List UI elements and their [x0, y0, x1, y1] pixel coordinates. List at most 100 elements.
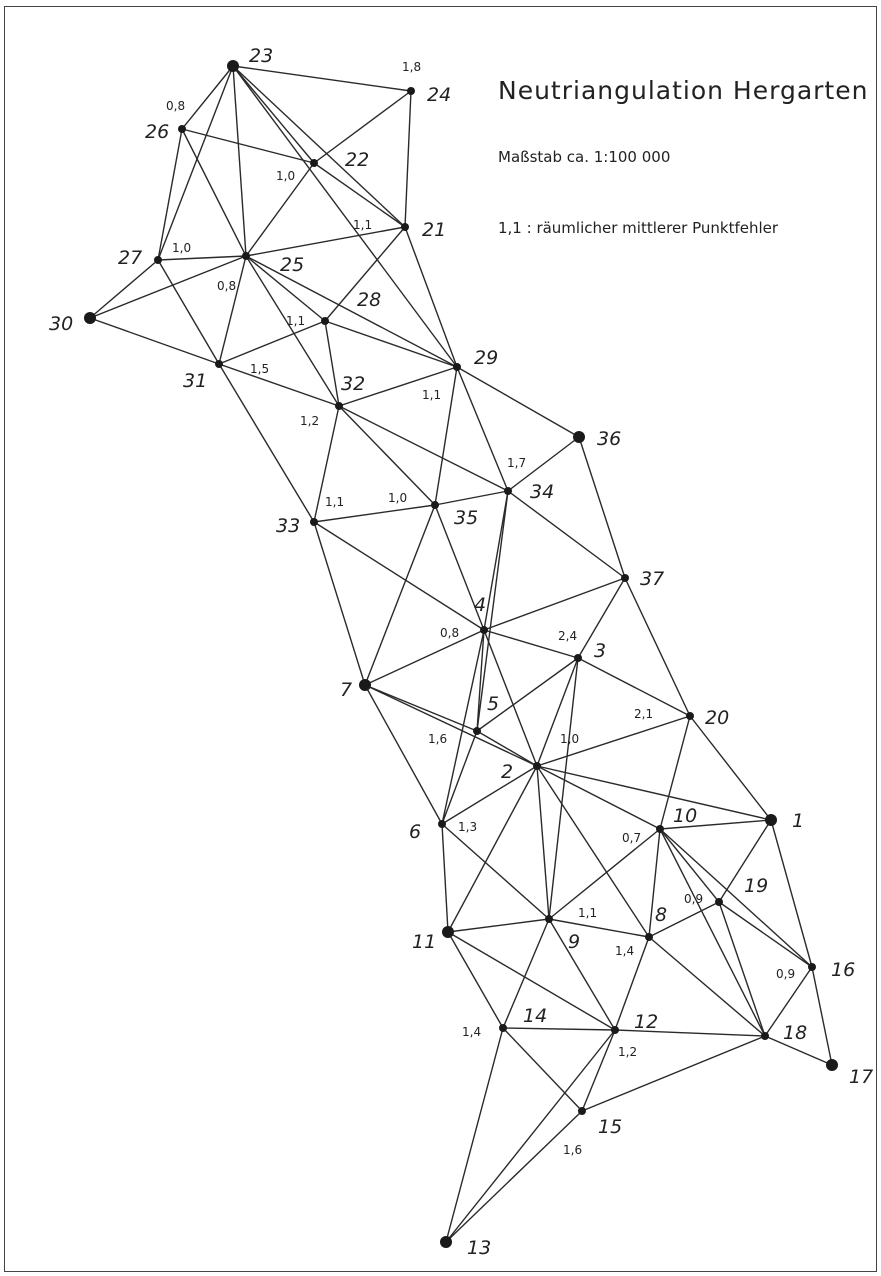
point-35-marker: [431, 501, 439, 509]
point-30-marker: [84, 312, 96, 324]
point-20-number: 20: [705, 707, 729, 729]
edge-19-8: [648, 901, 720, 938]
point-28-number: 28: [357, 289, 381, 311]
edge-33-7: [313, 521, 366, 686]
edge-12-13: [445, 1029, 616, 1243]
edge-29-36: [456, 366, 580, 438]
point-29-marker: [453, 363, 461, 371]
point-25-number: 25: [280, 254, 304, 276]
edge-2-1: [536, 765, 772, 821]
edge-24-22: [313, 90, 412, 164]
point-31-number: 31: [183, 370, 207, 392]
point-16-number: 16: [831, 959, 855, 981]
edge-20-10: [659, 715, 691, 830]
edge-2-9: [536, 765, 550, 920]
point-11-marker: [442, 926, 454, 938]
edge-10-16: [659, 828, 813, 968]
point-19-error-label: 0,9: [684, 892, 703, 906]
edge-2-11: [447, 765, 538, 933]
edge-6-9: [441, 823, 550, 920]
point-29-error-label: 1,1: [422, 388, 441, 402]
edge-32-35: [338, 405, 436, 506]
edge-4-6: [441, 629, 485, 825]
point-26-marker: [178, 125, 186, 133]
edge-30-25: [89, 255, 247, 319]
point-7-number: 7: [340, 679, 352, 701]
point-23-marker: [227, 60, 239, 72]
edge-3-9: [548, 657, 579, 920]
point-13-marker: [440, 1236, 452, 1248]
edge-16-17: [811, 966, 833, 1066]
edge-1-19: [718, 819, 772, 903]
edge-20-1: [689, 715, 772, 821]
point-15-error-label: 1,6: [563, 1143, 582, 1157]
edge-30-31: [89, 317, 220, 365]
point-5-number: 5: [487, 693, 499, 715]
point-2-marker: [533, 762, 541, 770]
edge-1-16: [770, 819, 813, 968]
edge-9-12: [548, 918, 616, 1031]
edge-8-9: [548, 918, 650, 938]
edge-35-7: [364, 504, 436, 686]
edge-10-19: [659, 828, 720, 903]
edge-23-24: [232, 65, 412, 92]
edge-23-26: [181, 65, 234, 130]
edge-9-11: [447, 918, 550, 933]
edge-25-28: [245, 255, 326, 322]
point-22-number: 22: [345, 149, 369, 171]
edge-31-33: [218, 363, 315, 523]
edge-3-2: [536, 657, 579, 767]
diagram-title: Neutriangulation Hergarten: [498, 76, 868, 105]
point-32-marker: [335, 402, 343, 410]
point-33-error-label: 1,1: [325, 495, 344, 509]
edge-21-25: [245, 226, 406, 257]
edge-4-3: [483, 629, 579, 659]
edge-19-16: [718, 901, 813, 968]
point-10-error-label: 0,7: [622, 831, 641, 845]
legend-note: 1,1 : räumlicher mittlerer Punktfehler: [498, 219, 779, 237]
point-36-marker: [573, 431, 585, 443]
point-2-error-label: 1,0: [560, 732, 579, 746]
point-22-error-label: 1,0: [276, 169, 295, 183]
point-10-number: 10: [673, 805, 697, 827]
point-32-error-label: 1,2: [300, 414, 319, 428]
edge-12-15: [581, 1029, 616, 1112]
edge-28-31: [218, 320, 326, 365]
point-27-marker: [154, 256, 162, 264]
edge-23-21: [232, 65, 406, 228]
point-10-marker: [656, 825, 664, 833]
edge-34-37: [507, 490, 626, 579]
edge-11-14: [447, 931, 504, 1029]
network-edges: [89, 65, 833, 1243]
point-33-number: 33: [276, 515, 300, 537]
edge-37-20: [624, 577, 691, 717]
edge-4-5: [476, 629, 485, 732]
point-35-error-label: 1,0: [388, 491, 407, 505]
point-11-number: 11: [412, 931, 436, 953]
edge-22-21: [313, 162, 406, 228]
edge-23-27: [157, 65, 234, 261]
edge-34-4: [483, 490, 509, 631]
edge-28-29: [324, 320, 458, 368]
point-30-number: 30: [49, 313, 73, 335]
edge-10-18: [659, 828, 766, 1037]
point-13-number: 13: [467, 1237, 491, 1259]
point-2-number: 2: [501, 761, 513, 783]
edge-16-18: [764, 966, 813, 1037]
point-32-number: 32: [341, 373, 365, 395]
point-21-number: 21: [422, 219, 446, 241]
edge-36-34: [507, 436, 580, 492]
point-12-error-label: 1,2: [618, 1045, 637, 1059]
point-17-number: 17: [849, 1066, 873, 1088]
point-6-error-label: 1,3: [458, 820, 477, 834]
edge-4-7: [364, 629, 485, 686]
point-36-number: 36: [597, 428, 621, 450]
point-35-number: 35: [454, 507, 478, 529]
point-21-error-label: 1,1: [353, 218, 372, 232]
point-16-marker: [808, 963, 816, 971]
edge-26-27: [157, 128, 183, 261]
edge-19-18: [718, 901, 766, 1037]
edge-3-20: [577, 657, 691, 717]
diagram-frame: [4, 6, 877, 1272]
point-7-marker: [359, 679, 371, 691]
